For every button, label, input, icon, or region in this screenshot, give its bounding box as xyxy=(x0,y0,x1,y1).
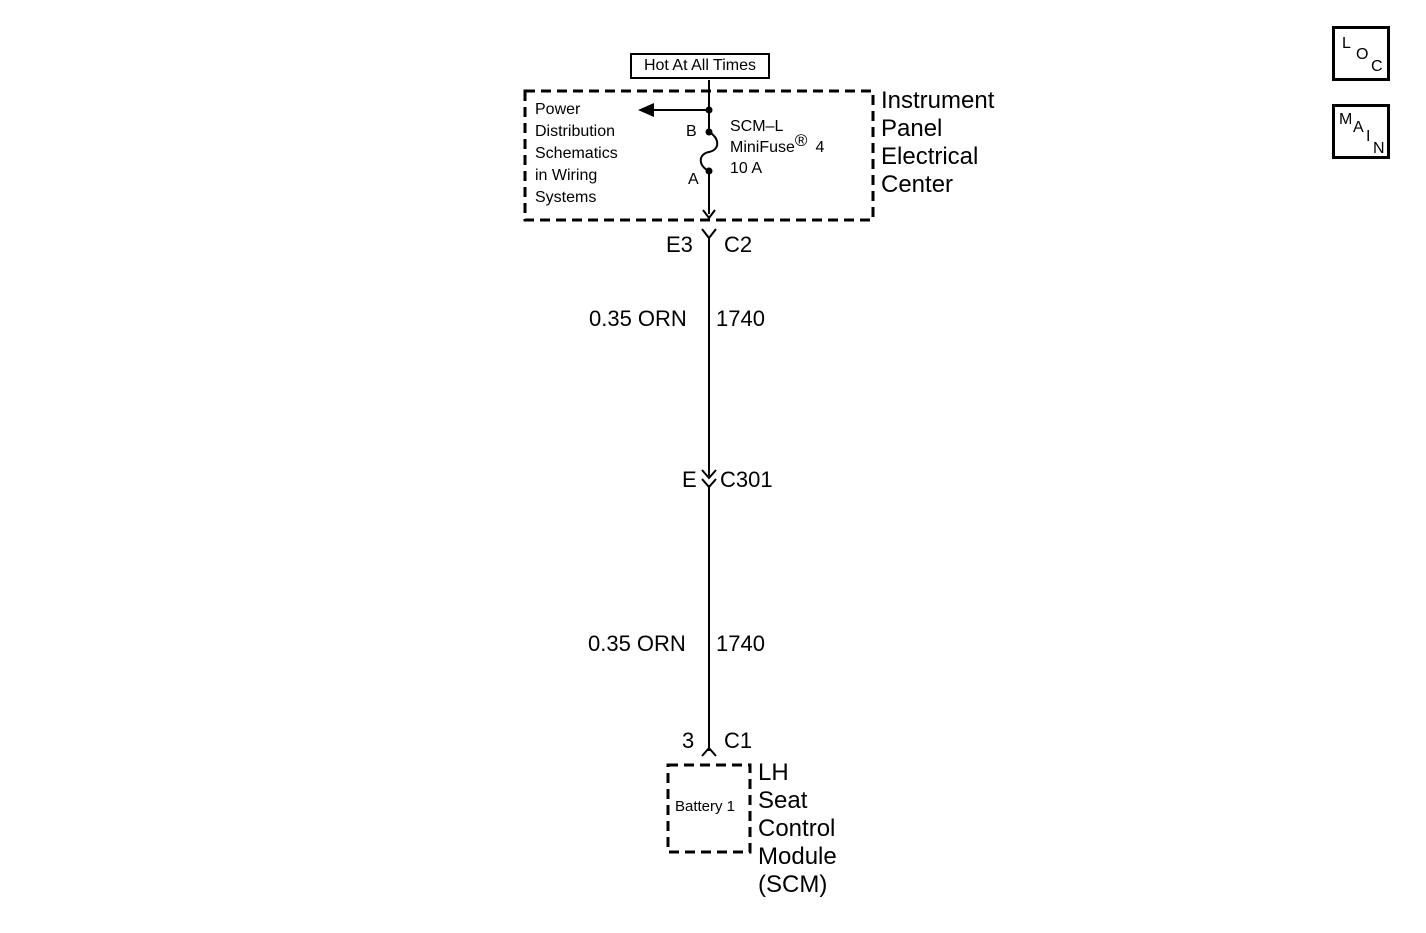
loc-button[interactable]: L O C xyxy=(1332,26,1390,81)
c2-male-pin-icon xyxy=(702,209,716,220)
module-name-line: LH xyxy=(758,759,789,786)
fuse-block-outline xyxy=(523,89,875,222)
fuse-block-name-line: Electrical xyxy=(881,143,979,170)
c2-connector-text: C2 xyxy=(724,232,753,257)
c301-pin-label: E xyxy=(682,467,697,492)
branch-arrow-icon xyxy=(638,103,654,117)
module-name-line: Control xyxy=(758,815,836,842)
c301-connector-label[interactable]: C301 xyxy=(720,469,773,491)
reference-line: Distribution xyxy=(535,123,616,140)
fuse-type-label: MiniFuse® 4 xyxy=(730,132,825,156)
loc-letter-o: O xyxy=(1356,46,1369,63)
power-distribution-reference[interactable]: Power Distribution Schematics in Wiring … xyxy=(535,99,618,209)
hot-at-all-times-label: Hot At All Times xyxy=(630,53,770,79)
reference-line: Schematics xyxy=(535,145,618,162)
module-name-line: Seat xyxy=(758,787,808,814)
terminal-a-label: A xyxy=(688,171,699,188)
circuit-number-label: 1740 xyxy=(716,631,765,656)
terminal-b-label: B xyxy=(686,123,697,140)
fuse-symbol-icon xyxy=(699,131,719,172)
c1-connector-label[interactable]: C1 xyxy=(724,730,752,752)
c1-connector-text: C1 xyxy=(724,728,753,753)
main-button[interactable]: M A I N xyxy=(1332,104,1390,159)
fuse-block-name-line: Panel xyxy=(881,115,943,142)
c1-pin-icon xyxy=(701,746,717,757)
fuse-rating-label: 10 A xyxy=(730,160,763,177)
wire-spec-label: 0.35 ORN xyxy=(589,306,687,331)
reference-line: in Wiring xyxy=(535,167,598,184)
fuse-block-name-line: Instrument xyxy=(881,87,995,114)
fuse-number: 4 xyxy=(815,139,825,156)
fuse-block-name[interactable]: Instrument Panel Electrical Center xyxy=(881,87,994,199)
c1-pin-label: 3 xyxy=(682,728,695,753)
c301-connector-text: C301 xyxy=(720,467,773,492)
junction-dot xyxy=(705,106,713,114)
main-letter-a: A xyxy=(1353,119,1364,136)
main-letter-n: N xyxy=(1373,140,1385,157)
main-letter-m: M xyxy=(1339,111,1353,128)
c2-female-pin-icon xyxy=(701,228,717,240)
wire-spec-label: 0.35 ORN xyxy=(588,631,686,656)
c301-male-pin-icon xyxy=(701,469,717,480)
registered-mark: ® xyxy=(794,131,808,150)
module-name-line: (SCM) xyxy=(758,871,828,898)
fuse-type-text: MiniFuse xyxy=(730,139,795,156)
loc-letter-c: C xyxy=(1371,58,1383,75)
c2-pin-label: E3 xyxy=(666,232,693,257)
main-letter-i: I xyxy=(1366,128,1371,145)
loc-letter-l: L xyxy=(1342,35,1351,52)
battery-terminal-label: Battery 1 xyxy=(675,798,736,815)
module-outline xyxy=(666,763,752,854)
c2-connector-label[interactable]: C2 xyxy=(724,234,752,256)
module-name[interactable]: LH Seat Control Module (SCM) xyxy=(758,759,837,899)
circuit-number-label: 1740 xyxy=(716,306,765,331)
reference-line: Systems xyxy=(535,189,597,206)
fuse-name-label: SCM–L xyxy=(730,118,784,135)
fuse-block-name-line: Center xyxy=(881,171,954,198)
reference-line: Power xyxy=(535,101,581,118)
module-name-line: Module xyxy=(758,843,837,870)
